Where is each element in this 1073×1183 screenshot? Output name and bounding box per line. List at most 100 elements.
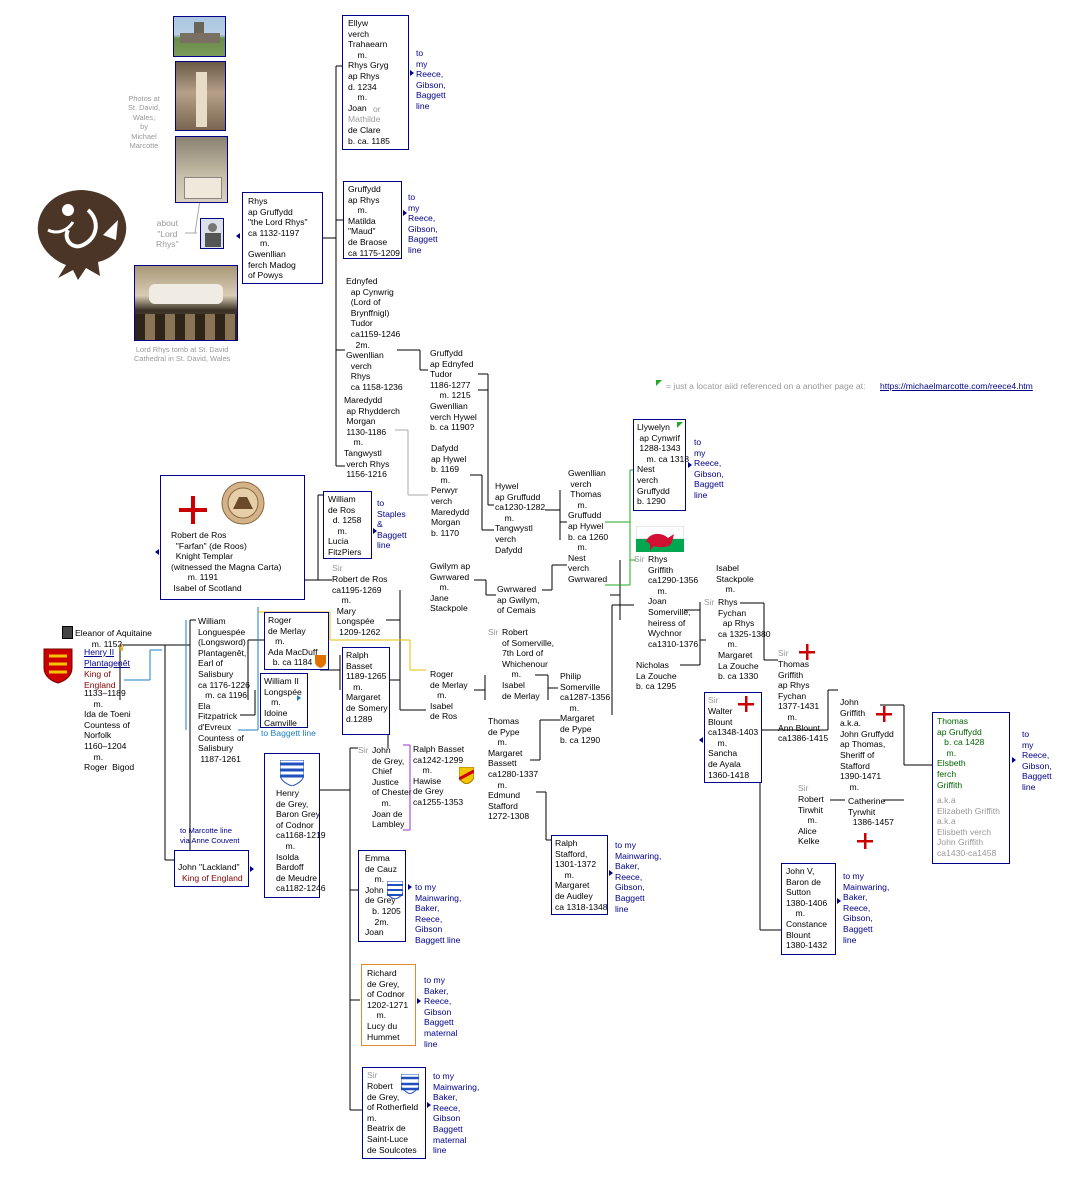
cathedral-nave-photo[interactable] [175, 61, 226, 131]
coat-of-arms-icon [459, 767, 474, 784]
cathedral-exterior-photo[interactable] [173, 16, 226, 57]
link-mainwaring-maternal[interactable]: to my Mainwaring, Baker, Reece, Gibson B… [433, 1071, 480, 1156]
arrow-right-icon [837, 898, 841, 904]
sir-prefix: Sir [778, 648, 789, 658]
person-ednyfed: Ednyfed ap Cynwrig (Lord of Brynffnigl) … [346, 276, 403, 392]
link-mainwaring-reece[interactable]: to my Mainwaring, Baker, Reece, Gibson, … [843, 871, 890, 945]
tomb-effigy-photo[interactable] [175, 136, 228, 203]
arrow-right-icon [250, 866, 254, 872]
about-lord-rhys-text: about "Lord Rhys" [156, 218, 179, 250]
person-isabel-stackpole: Isabel Stackpole m. [716, 563, 754, 595]
person-thomas-de-pype: Thomas de Pype m. Margaret Bassett ca128… [488, 716, 539, 822]
person-robert-of-somerville: Robert of Somerville, 7th Lord of Whiche… [502, 627, 555, 701]
sir-prefix: Sir [704, 597, 715, 607]
person-thomas-ap-gruffydd[interactable]: Thomas ap Gruffydd b. ca 1428 m. Elsbeth… [932, 712, 1010, 864]
link-to-baggett-line[interactable]: to Baggett line [261, 728, 316, 738]
person-gruffydd-ap-ednyfed: Gruffydd ap Ednyfed Tudor 1186-1277 m. 1… [430, 348, 477, 433]
sir-prefix: Sir [358, 745, 369, 755]
red-cross-icon [857, 833, 873, 849]
arrow-right-icon [427, 1102, 431, 1108]
arrow-left-icon [699, 737, 703, 743]
person-roger-de-merlay-2: Roger de Merlay m. Isabel de Ros [430, 669, 468, 722]
person-walter-blount[interactable]: Sir Walter Blount ca1348-1403 m. Sancha … [704, 692, 762, 783]
person-philip-somerville: Philip Somerville ca1287-1356 m. Margare… [560, 671, 611, 745]
arrow-left-icon [155, 549, 159, 555]
link-to-marcotte-line[interactable]: to Marcotte line via Anne Couvent [180, 826, 240, 845]
henry-ii-details: 1133–1189 m. Ida de Toeni Countess of No… [84, 688, 135, 773]
arrow-right-icon [373, 528, 377, 534]
person-john-de-grey: John de Grey, Chief Justice of Chester m… [372, 745, 412, 830]
person-john-griffith: John Griffith a.k.a. John Gruffydd ap Th… [840, 697, 894, 792]
person-gwrwared: Gwrwared ap Gwilym, of Cemais [497, 584, 540, 616]
photos-caption: Photos at St. David, Wales, by Michael M… [128, 94, 161, 151]
arrow-right-icon [609, 870, 613, 876]
red-cross-icon [876, 706, 892, 722]
lord-rhys-tomb-photo[interactable] [134, 265, 238, 341]
red-cross-icon [738, 696, 754, 712]
person-roger-de-merlay[interactable]: Roger de Merlay m. Ada MacDuff b. ca 118… [264, 612, 329, 670]
person-henry-de-grey[interactable]: Henry de Grey, Baron Grey of Codnor ca11… [264, 753, 326, 898]
person-ellyw[interactable]: Ellyw verch Trahaearn m. Rhys Gryg ap Rh… [342, 15, 409, 150]
sir-prefix: Sir [798, 783, 809, 793]
person-maredydd: Maredydd ap Rhydderch Morgan 1130-1186 m… [344, 395, 400, 480]
person-john-lackland[interactable]: John "Lackland" King of England [174, 850, 249, 887]
person-john-v-baron-de-sutton[interactable]: John V, Baron de Sutton 1380-1406 m. Con… [781, 863, 836, 955]
link-reece-gibson-baggett-1[interactable]: to my Reece, Gibson, Baggett line [416, 48, 446, 111]
person-robert-de-ros-templar[interactable]: Robert de Ros "Farfan" (de Roos) Knight … [160, 475, 305, 600]
arrow-right-icon [688, 462, 692, 468]
wales-flag-icon [636, 526, 684, 552]
person-nicholas-la-zouche: Nicholas La Zouche b. ca 1295 [636, 660, 677, 692]
sir-prefix: Sir [634, 554, 645, 564]
person-william-longuespee: William Longuespée (Longsword) Plantagen… [198, 616, 250, 764]
red-cross-icon [799, 644, 815, 660]
henry-ii-title: King of England [84, 669, 116, 690]
eleanor-portrait-icon [62, 626, 73, 639]
red-cross-icon [179, 496, 207, 524]
arrow-right-icon [417, 998, 421, 1004]
templar-seal-icon [221, 481, 265, 525]
legend-locator-icon [656, 380, 662, 386]
person-william-ii-longspee[interactable]: William II Longspée m. Idoine Camville [260, 673, 308, 728]
person-robert-de-grey-rotherfield[interactable]: Sir Robert de Grey, of Rotherfield m. Be… [362, 1067, 426, 1159]
arrow-right-icon [408, 884, 412, 890]
person-eleanor-of-aquitaine: Eleanor of Aquitaine m. 1152 [75, 628, 152, 649]
coat-of-arms-icon [387, 881, 403, 899]
link-staples-baggett[interactable]: to Staples & Baggett line [377, 498, 407, 551]
person-richard-de-grey[interactable]: Richard de Grey, of Codnor 1202-1271 m. … [361, 964, 416, 1046]
arrow-left-icon [236, 233, 240, 239]
person-ralph-basset-2: Ralph Basset ca1242-1299 m. Hawise de Gr… [413, 744, 465, 807]
welsh-dragon-emblem-icon [37, 190, 127, 280]
link-reece-gibson-baggett-4[interactable]: to my Reece, Gibson, Baggett line [1022, 729, 1052, 792]
person-llywelyn[interactable]: Llywelyn ap Cynwrif 1288-1343 m. ca 1318… [633, 419, 689, 511]
coat-of-arms-icon [280, 760, 304, 786]
person-william-de-ros[interactable]: William de Ros d. 1258 m. Lucia FitzPier… [323, 491, 372, 559]
person-rhys-ap-gruffydd[interactable]: Rhys ap Gruffydd "the Lord Rhys" ca 1132… [242, 192, 323, 284]
coat-of-arms-icon [315, 655, 326, 668]
link-baker-maternal[interactable]: to my Baker, Reece, Gibson Baggett mater… [424, 975, 458, 1049]
person-robert-tirwhit: Robert Tirwhit m. Alice Kelke [798, 794, 824, 847]
person-gruffydd-ap-rhys[interactable]: Gruffydd ap Rhys m. Matilda "Maud" de Br… [343, 181, 402, 259]
link-mainwaring-baker-2[interactable]: to my Mainwaring, Baker, Reece, Gibson B… [415, 882, 462, 945]
person-emma-de-cauz[interactable]: Emma de Cauz m. John de Grey b. 1205 2m.… [358, 850, 406, 942]
person-gwenllian-verch-thomas: Gwenllian verch Thomas m. Gruffudd ap Hy… [568, 468, 609, 584]
person-henry-ii[interactable]: Henry II Plantagenêt [84, 647, 130, 668]
arrow-right-icon [1012, 757, 1016, 763]
person-rhys-fychan: Rhys Fychan ap Rhys ca 1325-1380 m. Marg… [718, 597, 771, 682]
locator-marker-icon [677, 422, 683, 428]
legend-url-link[interactable]: https://michaelmarcotte.com/reece4.htm [880, 381, 1033, 391]
coat-of-arms-icon [43, 648, 73, 684]
link-reece-gibson-baggett-2[interactable]: to my Reece, Gibson, Baggett line [408, 192, 438, 255]
arrow-right-icon [297, 695, 301, 701]
person-hywel: Hywel ap Gruffudd ca1230-1282 m. Tangwys… [495, 481, 546, 555]
crown-icon: ♛ [117, 643, 126, 653]
sir-prefix: Sir [488, 627, 499, 637]
link-reece-gibson-baggett-3[interactable]: to my Reece, Gibson, Baggett line [694, 437, 724, 500]
link-mainwaring-baker-1[interactable]: to my Mainwaring, Baker, Reece, Gibson, … [615, 840, 662, 914]
lord-rhys-portrait-photo[interactable] [200, 218, 224, 249]
person-thomas-griffith: Thomas Griffith ap Rhys Fychan 1377-1431… [778, 659, 829, 744]
person-gwilym: Gwilym ap Gwrwared m. Jane Stackpole [430, 561, 471, 614]
person-ralph-stafford[interactable]: Ralph Stafford, 1301-1372 m. Margaret de… [551, 835, 608, 915]
person-ralph-basset[interactable]: Ralph Basset 1189-1265 m. Margaret de So… [342, 647, 390, 735]
person-robert-de-ros-2: Robert de Ros ca1195-1269 m. Mary Longsp… [332, 574, 388, 637]
